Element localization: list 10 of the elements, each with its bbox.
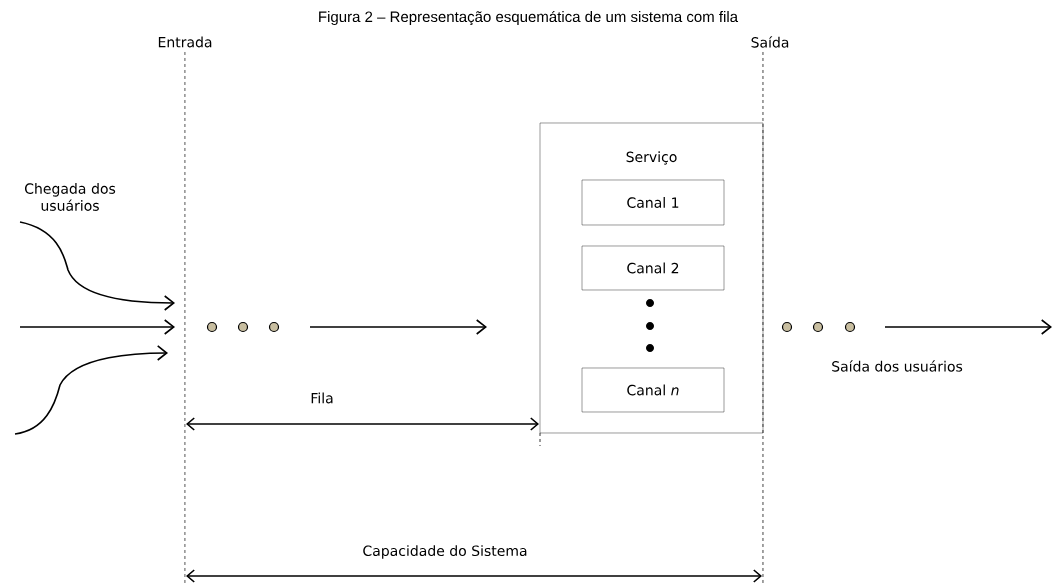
boundary-label: Saída <box>751 36 789 48</box>
flow-label: Chegada dos usuários <box>25 183 116 211</box>
dimension-label: Fila <box>311 392 333 404</box>
channel-box: Canal 1 <box>581 179 725 226</box>
channel-box: Canal n <box>581 367 725 413</box>
boundary-label: Entrada <box>158 36 212 48</box>
flow-label: Saída dos usuários <box>832 360 963 372</box>
channel-box: Canal 2 <box>581 245 725 291</box>
dimension-label: Capacidade do Sistema <box>363 545 527 559</box>
figure-title: Figura 2 – Representação esquemática de um sistema com fila <box>319 10 739 26</box>
